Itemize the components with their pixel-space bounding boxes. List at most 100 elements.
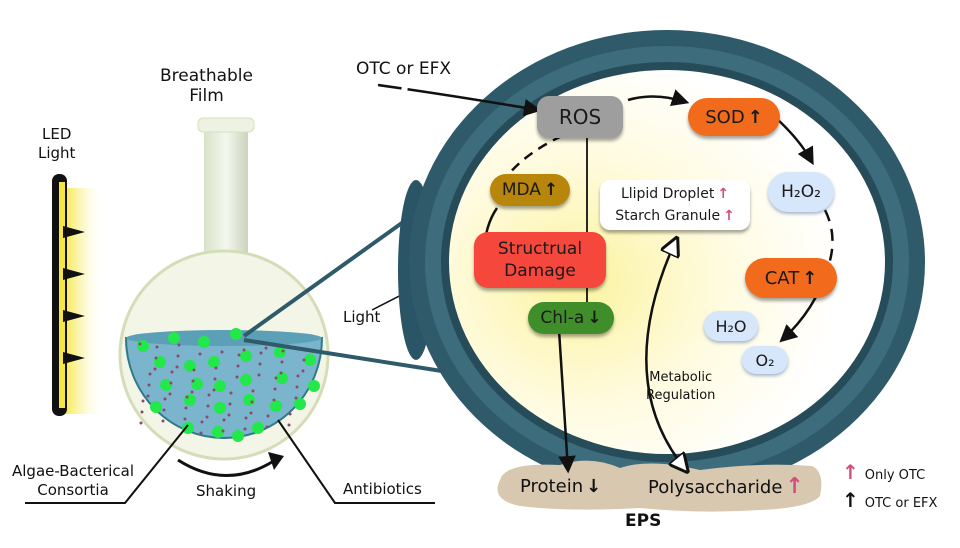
arrow-otc-to-ros <box>377 83 542 117</box>
algae-pointer-line <box>25 424 189 504</box>
otc-or-efx-label: OTC or EFX <box>356 59 452 79</box>
algae-cell <box>252 422 264 434</box>
led-line2: Light <box>38 144 76 162</box>
structural-label: Structrual <box>497 239 583 259</box>
bacteria-cell <box>154 356 158 360</box>
bacteria-cell <box>148 372 152 376</box>
pink-up-arrow-icon: ↑ <box>717 186 730 202</box>
node-o2: O₂ <box>742 346 788 374</box>
bacteria-cell <box>266 414 270 418</box>
metabolic-line1: Metabolic <box>649 370 713 385</box>
protein-label: Protein <box>520 476 584 497</box>
algae-cell <box>274 346 286 358</box>
node-cat: CAT↑ <box>745 258 837 298</box>
bacteria-cell <box>273 387 277 391</box>
node-h2o2: H₂O₂ <box>768 172 834 212</box>
chl-a-label: Chl-a <box>540 308 585 328</box>
bacteria-cell <box>221 429 225 433</box>
eps-polysaccharide: Polysaccharide↑ <box>648 476 804 498</box>
o2-label: O₂ <box>755 350 775 370</box>
node-h2o: H₂O <box>704 311 758 341</box>
bacteria-cell <box>222 418 226 422</box>
bacteria-cell <box>228 402 232 406</box>
bacteria-cell <box>175 365 179 369</box>
bacteria-cell <box>168 392 172 396</box>
bacteria-cell <box>295 385 299 389</box>
breathable-film-label: Breathable Film <box>160 66 253 106</box>
bacteria-cell <box>264 346 268 350</box>
algae-cell <box>243 394 255 406</box>
bacteria-cell <box>229 391 233 395</box>
algae-cell <box>168 332 180 344</box>
bacteria-cell <box>140 410 144 414</box>
algae-cell <box>308 380 320 392</box>
algae-cell <box>184 394 196 406</box>
bacteria-cell <box>146 394 150 398</box>
algae-cell <box>240 374 252 386</box>
node-mda: MDA↑ <box>490 174 570 206</box>
algae-cell <box>230 328 242 340</box>
node-structural-damage: Structrual Damage <box>474 232 606 288</box>
bacteria-cell <box>301 369 305 373</box>
polysaccharide-label: Polysaccharide <box>648 477 783 498</box>
bacteria-cell <box>163 397 167 401</box>
bacteria-cell <box>185 395 189 399</box>
bacteria-cell <box>214 366 218 370</box>
node-sod: SOD↑ <box>688 98 780 136</box>
bacteria-cell <box>279 371 283 375</box>
algae-cell <box>214 380 226 392</box>
eps-blob <box>497 460 822 512</box>
down-arrow-icon: ↓ <box>587 308 602 328</box>
zoom-line-bottom <box>243 338 449 374</box>
breathable-film-line1: Breathable <box>160 66 253 86</box>
lipid-droplet-row: Llipid Droplet↑ <box>621 183 729 205</box>
bacteria-cell <box>302 358 306 362</box>
legend: ↑Only OTC ↑OTC or EFX <box>842 460 937 516</box>
bacteria-cell <box>191 379 195 383</box>
bacteria-cell <box>236 364 240 368</box>
algae-cell <box>214 402 226 414</box>
bacteria-cell <box>235 375 239 379</box>
sod-label: SOD <box>705 106 745 128</box>
algae-cell <box>137 340 149 352</box>
legend-item-only-otc: ↑Only OTC <box>842 460 937 488</box>
starch-granule-label: Starch Granule <box>615 208 721 224</box>
bacteria-cell <box>227 413 231 417</box>
bacteria-cell <box>190 390 194 394</box>
h2o2-label: H₂O₂ <box>781 182 821 202</box>
algae-cells <box>137 328 320 442</box>
algae-cell <box>240 350 252 362</box>
bacteria-cell <box>153 367 157 371</box>
bacteria-cell <box>257 373 261 377</box>
algae-cell <box>232 430 244 442</box>
antibiotics-pointer-line <box>277 419 435 504</box>
algae-line2: Consortia <box>37 481 109 499</box>
pink-up-arrow-icon: ↑ <box>842 460 859 484</box>
bacteria-cell <box>296 374 300 378</box>
bacteria-cell <box>155 345 159 349</box>
algae-line1: Algae-Bacterical <box>12 462 135 480</box>
shaking-arrowhead <box>268 452 284 470</box>
bacteria-cell <box>161 419 165 423</box>
algae-cell <box>198 336 210 348</box>
flask <box>118 117 330 461</box>
bacteria-cell <box>183 417 187 421</box>
bacteria-cell <box>274 376 278 380</box>
bacteria-cell <box>288 412 292 416</box>
up-arrow-icon: ↑ <box>842 488 859 512</box>
lipid-droplet-label: Llipid Droplet <box>620 186 715 202</box>
bacteria-cell <box>139 421 143 425</box>
shaking-label: Shaking <box>196 482 257 500</box>
bacteria-cell <box>177 343 181 347</box>
bacteria-cell <box>198 352 202 356</box>
algae-cell <box>270 400 282 412</box>
bacteria-cell <box>244 416 248 420</box>
node-lipid-starch: Llipid Droplet↑ Starch Granule ↑ <box>600 180 750 230</box>
algae-bacterical-label: Algae-Bacterical Consortia <box>12 462 134 500</box>
bacteria-cell <box>259 351 263 355</box>
up-arrow-icon: ↑ <box>802 267 818 289</box>
bacteria-cell <box>147 383 151 387</box>
bacteria-cell <box>272 398 276 402</box>
algae-cell <box>208 356 220 368</box>
